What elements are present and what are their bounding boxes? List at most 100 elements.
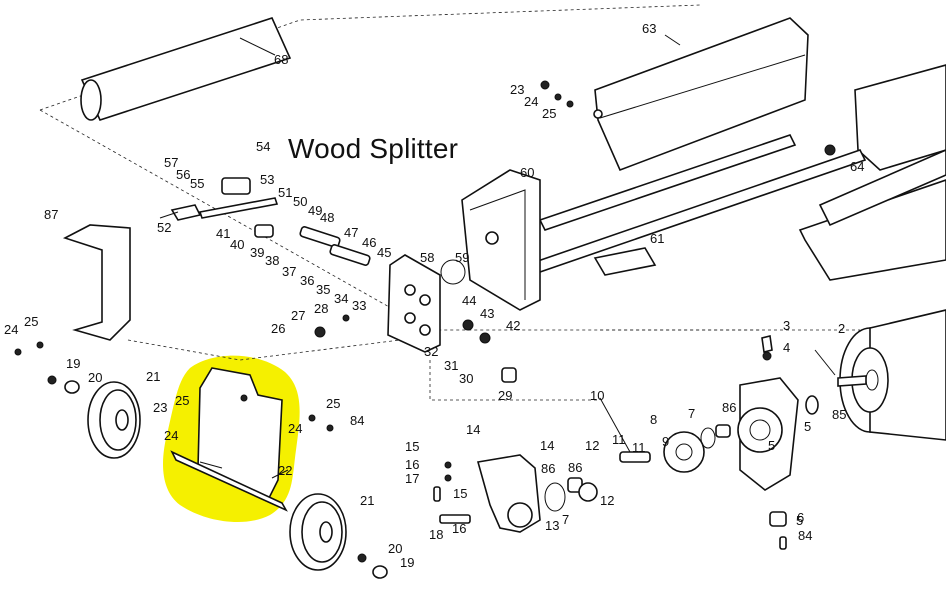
part-label: 85 bbox=[832, 407, 846, 422]
part-label: 7 bbox=[562, 512, 569, 527]
part-labels: 2 3 4 5 6 7 8 9 10 11 12 13 14 15 16 17 … bbox=[4, 21, 864, 570]
part-label: 11 bbox=[632, 440, 646, 455]
guide-rods bbox=[533, 134, 867, 276]
part-label: 64 bbox=[850, 159, 864, 174]
part-label: 61 bbox=[650, 231, 664, 246]
guard-part bbox=[62, 224, 131, 341]
part-label: 10 bbox=[590, 388, 604, 403]
part-label: 17 bbox=[405, 471, 419, 486]
part-label: 38 bbox=[265, 253, 279, 268]
part-label: 4 bbox=[783, 340, 790, 355]
part-label: 43 bbox=[480, 306, 494, 321]
cover-part bbox=[593, 17, 809, 172]
part-label: 24 bbox=[4, 322, 18, 337]
part-label: 20 bbox=[388, 541, 402, 556]
motor-part bbox=[837, 309, 946, 441]
part-label: 48 bbox=[320, 210, 334, 225]
part-label: 24 bbox=[524, 94, 538, 109]
part-label: 25 bbox=[542, 106, 556, 121]
part-label: 6 bbox=[797, 510, 804, 525]
part-label: 19 bbox=[66, 356, 80, 371]
part-label: 57 bbox=[164, 155, 178, 170]
part-label: 33 bbox=[352, 298, 366, 313]
push-plate-part bbox=[461, 169, 541, 311]
part-label: 27 bbox=[291, 308, 305, 323]
part-label: 14 bbox=[540, 438, 554, 453]
part-label: 46 bbox=[362, 235, 376, 250]
part-label: 3 bbox=[783, 318, 790, 333]
part-label: 52 bbox=[157, 220, 171, 235]
part-label: 86 bbox=[568, 460, 582, 475]
part-label: 22 bbox=[278, 463, 292, 478]
part-label: 42 bbox=[506, 318, 520, 333]
part-label: 31 bbox=[444, 358, 458, 373]
part-label: 35 bbox=[316, 282, 330, 297]
part-label: 34 bbox=[334, 291, 348, 306]
part-label: 47 bbox=[344, 225, 358, 240]
part-label: 25 bbox=[175, 393, 189, 408]
part-label: 13 bbox=[545, 518, 559, 533]
part-label: 86 bbox=[541, 461, 555, 476]
part-label: 23 bbox=[510, 82, 524, 97]
leader-lines bbox=[159, 34, 836, 479]
part-label: 58 bbox=[420, 250, 434, 265]
part-label: 16 bbox=[405, 457, 419, 472]
part-label: 32 bbox=[424, 344, 438, 359]
part-label: 36 bbox=[300, 273, 314, 288]
part-label: 20 bbox=[88, 370, 102, 385]
part-label: 23 bbox=[153, 400, 167, 415]
part-label: 49 bbox=[308, 203, 322, 218]
part-label: 30 bbox=[459, 371, 473, 386]
part-label: 40 bbox=[230, 237, 244, 252]
motor-flange-part bbox=[737, 335, 819, 550]
part-label: 12 bbox=[600, 493, 614, 508]
part-label: 53 bbox=[260, 172, 274, 187]
part-label: 45 bbox=[377, 245, 391, 260]
part-label: 51 bbox=[278, 185, 292, 200]
part-label: 9 bbox=[662, 434, 669, 449]
wheel-right bbox=[289, 493, 347, 571]
part-label: 15 bbox=[453, 486, 467, 501]
part-label: 7 bbox=[688, 406, 695, 421]
part-label: 2 bbox=[838, 321, 845, 336]
part-label: 11 bbox=[612, 432, 626, 447]
part-label: 18 bbox=[429, 527, 443, 542]
part-label: 86 bbox=[722, 400, 736, 415]
part-label: 5 bbox=[768, 438, 775, 453]
part-label: 15 bbox=[405, 439, 419, 454]
part-label: 21 bbox=[360, 493, 374, 508]
part-label: 60 bbox=[520, 165, 534, 180]
part-label: 39 bbox=[250, 245, 264, 260]
part-label: 84 bbox=[350, 413, 364, 428]
drive-shaft-parts bbox=[567, 424, 731, 502]
part-label: 44 bbox=[462, 293, 476, 308]
part-label: 19 bbox=[400, 555, 414, 570]
part-label: 37 bbox=[282, 264, 296, 279]
part-label: 28 bbox=[314, 301, 328, 316]
diagram-title: Wood Splitter bbox=[288, 133, 459, 164]
part-label: 41 bbox=[216, 226, 230, 241]
part-label: 87 bbox=[44, 207, 58, 222]
part-label: 5 bbox=[796, 513, 803, 528]
part-label: 84 bbox=[798, 528, 812, 543]
part-label: 25 bbox=[24, 314, 38, 329]
pump-part bbox=[433, 454, 566, 533]
right-cover-part bbox=[798, 64, 946, 281]
part-label: 24 bbox=[164, 428, 178, 443]
part-label: 29 bbox=[498, 388, 512, 403]
part-label: 14 bbox=[466, 422, 480, 437]
part-label: 50 bbox=[293, 194, 307, 209]
part-label: 16 bbox=[452, 521, 466, 536]
valve-spool-parts bbox=[170, 177, 517, 383]
part-label: 63 bbox=[642, 21, 656, 36]
part-label: 54 bbox=[256, 139, 270, 154]
small-hardware bbox=[14, 80, 836, 579]
part-label: 56 bbox=[176, 167, 190, 182]
part-label: 12 bbox=[585, 438, 599, 453]
part-label: 55 bbox=[190, 176, 204, 191]
part-label: 5 bbox=[804, 419, 811, 434]
part-label: 21 bbox=[146, 369, 160, 384]
tube-part bbox=[80, 17, 292, 121]
